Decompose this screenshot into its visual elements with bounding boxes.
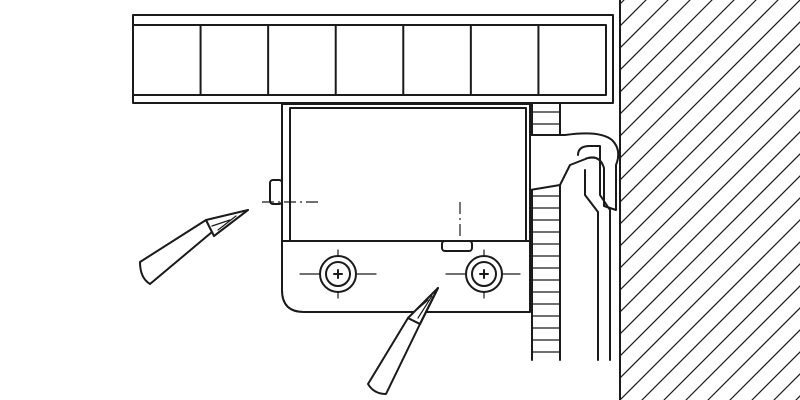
wall [619,0,800,400]
hatch-line [620,43,800,225]
screwdriver-icon [367,287,439,395]
cabinet-top-panel [132,14,614,104]
panel-cells [199,24,540,96]
hatch-line [620,0,691,71]
hatch-line [620,131,800,313]
hatch-line [620,197,800,379]
hatch-line [641,241,800,400]
hatch-line [773,373,800,400]
hatch-line [663,263,800,400]
hatch-line [620,0,735,115]
phillips-screw-icon [299,249,377,299]
hatch-line [620,87,800,269]
hatch-line [685,285,800,400]
hatch-line [620,0,713,93]
hatch-line [620,153,800,335]
hinge-arm [529,132,620,361]
hatch-line [620,109,800,291]
hatch-line [620,65,800,247]
hatch-line [620,175,800,357]
hatch-line [620,21,800,203]
hatch-line [729,329,800,400]
hatch-line [620,0,757,137]
screwdriver-icon [139,209,249,285]
phillips-screw-icon [445,249,521,299]
hatch-line [620,0,779,159]
wall-hatching [620,0,800,400]
hatch-line [620,219,800,400]
hatch-line [620,0,800,181]
hatch-line [707,307,800,400]
